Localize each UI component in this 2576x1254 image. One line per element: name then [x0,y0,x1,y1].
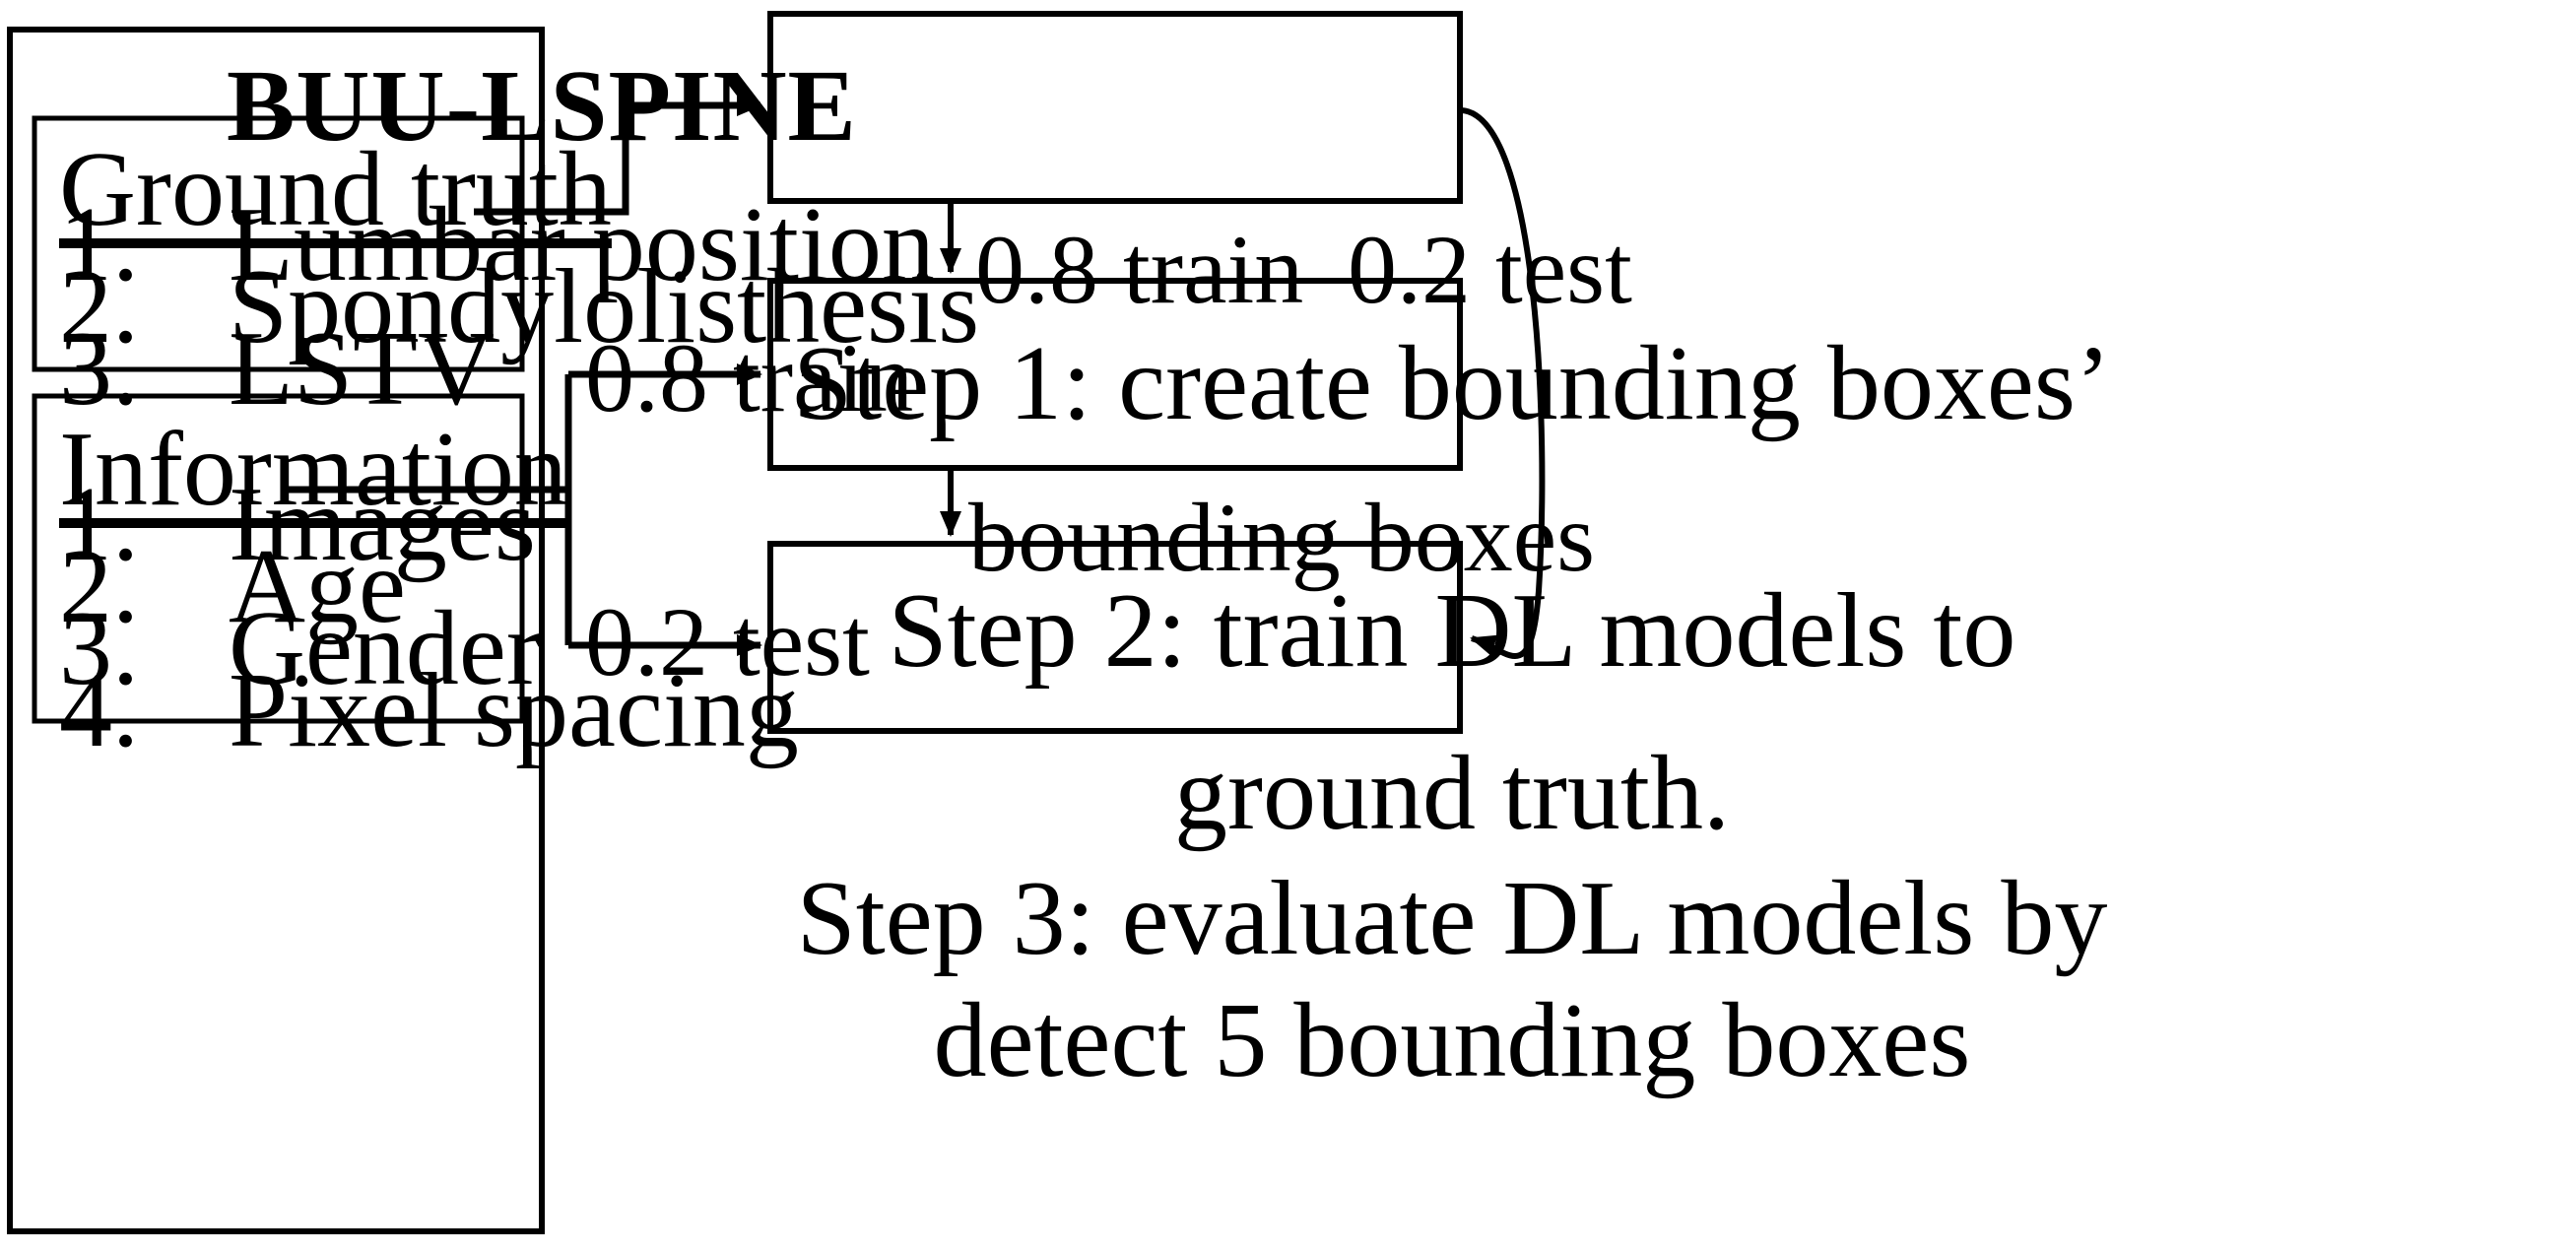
list-item-number: 1. [59,185,139,303]
panel-title: BUU-LSPINE [227,51,857,164]
list-item-label: Age [229,527,406,645]
information-box [32,393,525,724]
connector-groundtruth-to-step1 [474,95,762,216]
list-item-label: Lumbar position [229,185,935,303]
list-item-label: LSTV [229,309,495,428]
list-item-number: 2. [59,527,139,645]
list-item-number: 1. [59,465,139,583]
step-3-line-1: Step 3: evaluate DL models by [796,859,2108,978]
list-item-number: 3. [59,309,139,428]
list-item-label: Gender [229,589,542,707]
list-item: 4. Pixel spacing [59,649,946,774]
step-2-box [767,278,1463,471]
edge-label-info-train: 0.8 train [585,322,914,432]
edge-label-step1-to-step2: 0.8 train [975,214,1304,324]
ground-truth-heading: Ground truth [59,130,612,248]
step-1-line-2: ground truth. [1174,733,1730,852]
list-item-number: 2. [59,247,139,365]
step-1-line-1: Step 1: create bounding boxes’ [793,324,2111,443]
list-item-label: Spondylolisthesis [229,247,980,365]
list-item-number: 3. [59,589,139,707]
edge-label-step1-to-step3: 0.2 test [1348,214,1632,324]
list-item-label: Images [229,465,536,583]
list-item: 2. Age [59,525,946,650]
step-3-box [767,541,1463,734]
step-1-text: Step 1: create bounding boxes’ ground tr… [778,44,2126,1134]
step-3-text: Step 3: evaluate DL models by IoU (mAP@[… [778,579,2126,1254]
connector-step1-to-step3-curve [1461,107,1546,659]
step-2-line-2: detect 5 bounding boxes [933,980,1971,1099]
list-item: 3. Gender [59,587,946,712]
list-item: 2. Spondylolisthesis [59,245,979,370]
edge-label-info-test: 0.2 test [585,586,870,696]
list-item: 1. Lumbar position [59,183,946,308]
step-2-line-1: Step 2: train DL models to [888,571,2016,691]
connector-information-to-step2 [564,374,760,645]
list-item: 3. LSTV [59,307,946,432]
information-heading: Information [59,410,567,528]
ground-truth-box [32,115,525,372]
list-item-label: Pixel spacing [229,651,799,769]
panel-outer-border [7,27,545,1234]
edge-label-step2-to-step3: bounding boxes [968,482,1596,592]
step-2-text: Step 2: train DL models to detect 5 boun… [778,292,2126,1254]
list-item-number: 4. [59,651,139,769]
list-item: 1. Images [59,463,946,588]
step-1-box [767,11,1463,204]
